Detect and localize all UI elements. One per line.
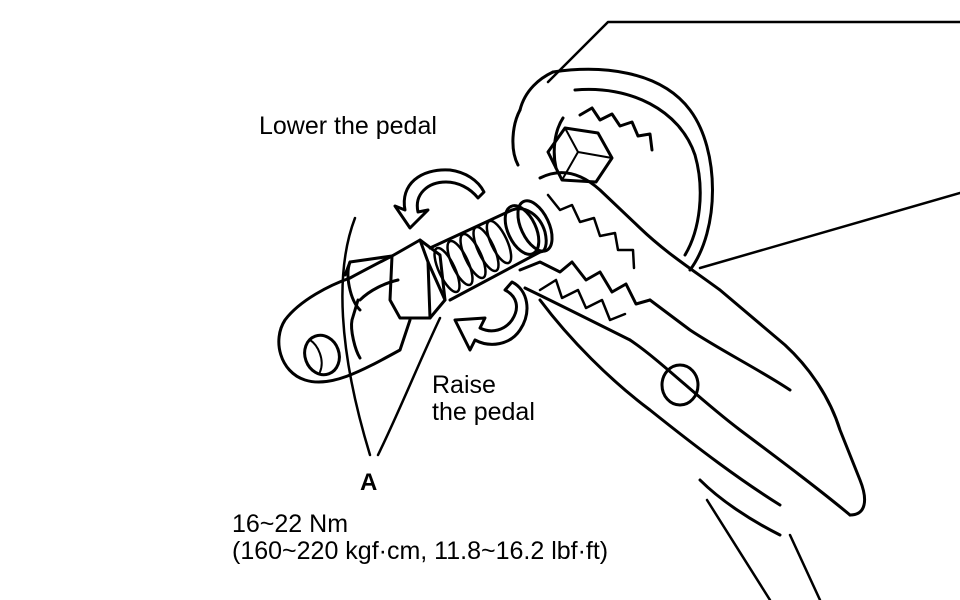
callout-a-label: A xyxy=(360,469,378,496)
torque-line1: 16~22 Nm xyxy=(232,510,349,538)
callout-a-lines xyxy=(341,216,442,457)
raise-the-pedal-arrow xyxy=(453,280,529,352)
lower-the-pedal-label: Lower the pedal xyxy=(259,112,437,140)
master-cylinder-boss xyxy=(511,67,714,272)
clevis xyxy=(277,238,447,384)
raise-label-line2: the pedal xyxy=(432,398,535,426)
threaded-push-rod xyxy=(428,199,554,302)
locking-pliers xyxy=(518,171,867,537)
lower-the-pedal-arrow xyxy=(393,168,486,230)
torque-line2: (160~220 kgf·cm, 11.8~16.2 lbf·ft) xyxy=(232,537,609,565)
torque-spec-label: 16~22 Nm (160~220 kgf·cm, 11.8~16.2 lbf·… xyxy=(232,511,608,565)
raise-label-line1: Raise xyxy=(432,371,496,399)
raise-the-pedal-label: Raise the pedal xyxy=(432,372,535,426)
pedal-bracket xyxy=(546,20,960,600)
